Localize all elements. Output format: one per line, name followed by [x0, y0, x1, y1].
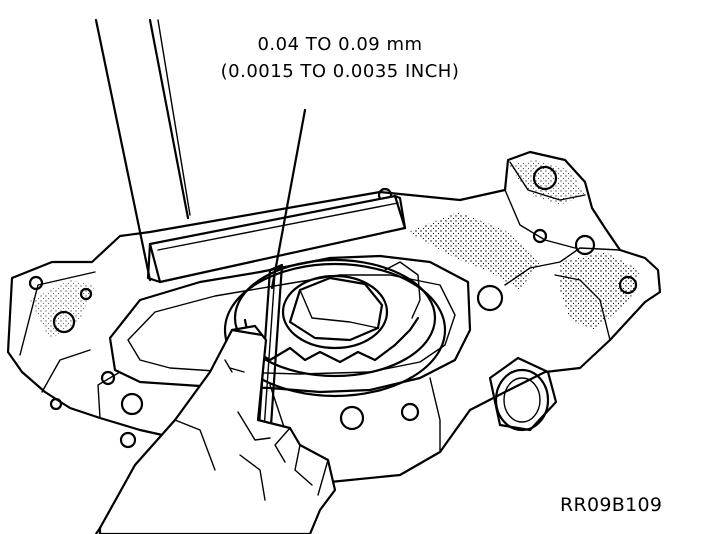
rotor-cavity [108, 254, 472, 453]
bolt-holes [28, 165, 638, 449]
outlet-tube [488, 356, 558, 432]
leader-line [270, 108, 307, 290]
hand [94, 324, 337, 534]
figure-code: RR09B109 [560, 494, 663, 516]
clearance-spec-metric: 0.04 TO 0.09 mm [257, 34, 423, 55]
clearance-spec-inch: (0.0015 TO 0.0035 INCH) [220, 61, 460, 82]
straight-edge [94, 18, 407, 284]
pump-housing [6, 150, 662, 484]
